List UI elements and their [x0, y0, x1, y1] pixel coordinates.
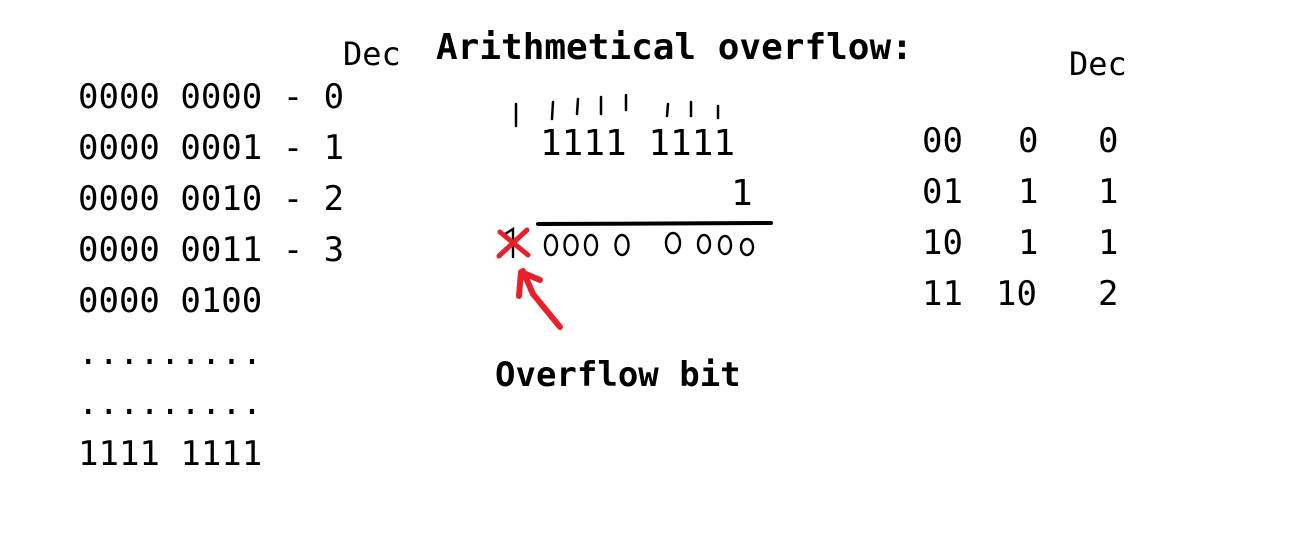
table-cell-binary: 10	[922, 223, 963, 263]
handwritten-result	[503, 226, 755, 259]
ellipsis-row: .........	[78, 333, 263, 373]
table-cell-bin-sum: 1	[1018, 223, 1039, 263]
table-cell-binary: 11	[922, 274, 963, 314]
table-cell-bin-sum: 1	[1018, 172, 1039, 212]
sum-underline	[536, 221, 773, 226]
table-cell-bin-sum: 10	[996, 274, 1037, 314]
red-arrow-icon	[516, 268, 563, 330]
right-dec-header: Dec	[1069, 45, 1127, 83]
table-cell-dec: 1	[1098, 172, 1119, 212]
binary-row: 0000 0010 - 2	[78, 179, 345, 219]
binary-row: 0000 0100	[78, 281, 263, 321]
table-cell-binary: 00	[922, 121, 963, 161]
red-cross-mark	[496, 227, 531, 259]
addend-2: 1	[731, 173, 753, 214]
overflow-bit-label: Overflow bit	[495, 355, 741, 395]
binary-row: 0000 0001 - 1	[78, 128, 345, 168]
table-cell-dec: 1	[1098, 223, 1119, 263]
addend-1: 1111 1111	[540, 123, 736, 164]
binary-row: 1111 1111	[78, 434, 263, 474]
table-cell-dec: 0	[1098, 121, 1119, 161]
table-cell-dec: 2	[1098, 274, 1119, 314]
ellipsis-row: .........	[78, 383, 263, 423]
carry-marks	[514, 93, 720, 128]
left-dec-header: Dec	[343, 35, 401, 73]
binary-row: 0000 0000 - 0	[78, 77, 345, 117]
binary-row: 0000 0011 - 3	[78, 230, 345, 270]
table-cell-binary: 01	[922, 172, 963, 212]
table-cell-bin-sum: 0	[1018, 121, 1039, 161]
diagram-title: Arithmetical overflow:	[436, 27, 913, 68]
overflow-one-digit	[503, 226, 515, 259]
